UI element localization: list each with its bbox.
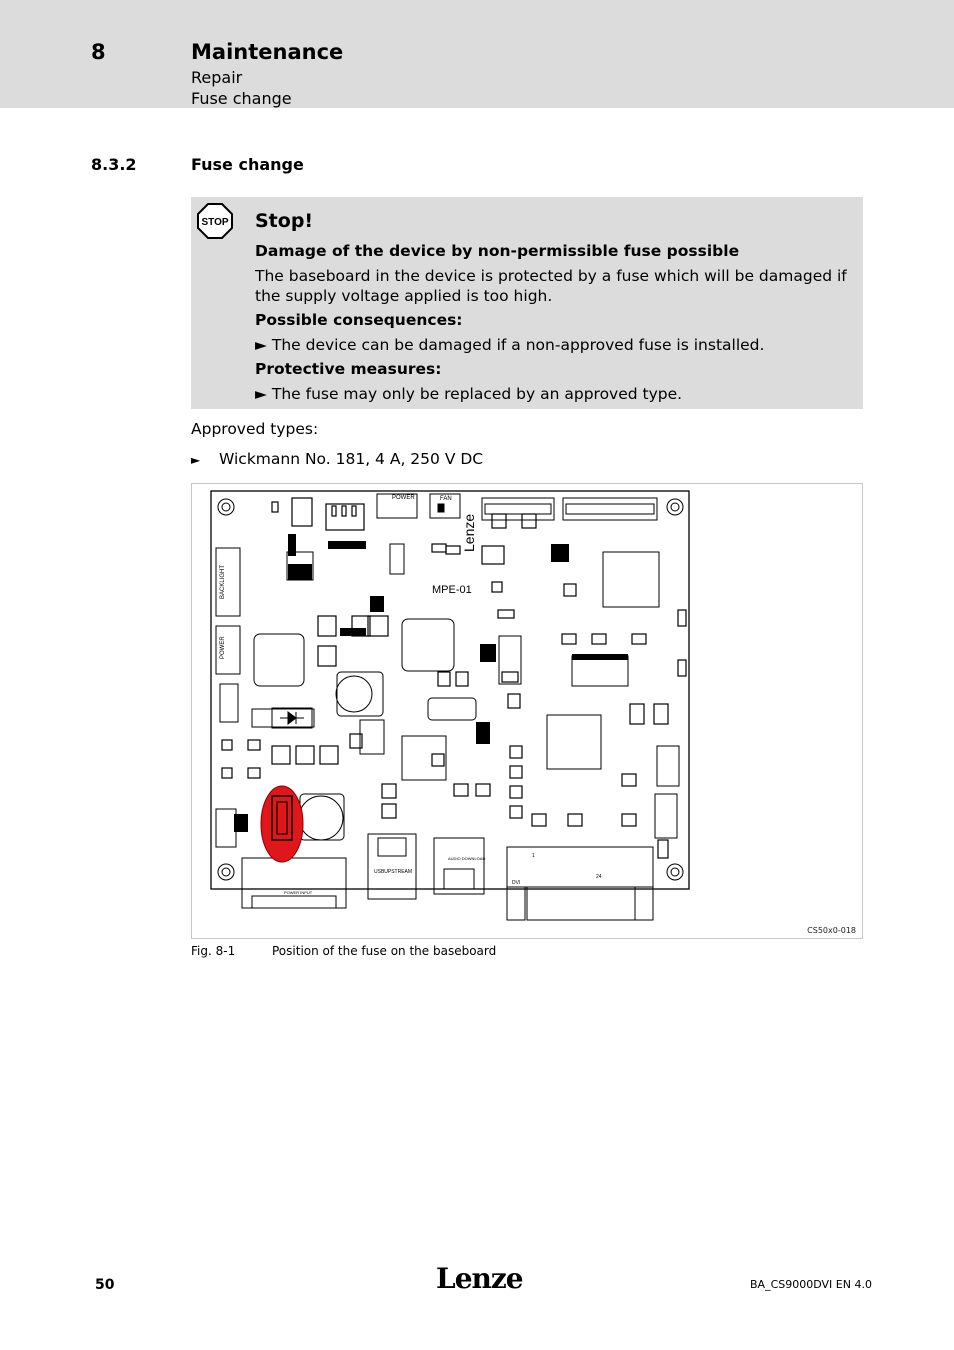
- dvi-label: DVI: [512, 880, 520, 886]
- pin24-label: 24: [596, 874, 602, 880]
- stop-text-line1: The baseboard in the device is protected…: [255, 267, 847, 285]
- diode: [271, 707, 313, 729]
- stop-heading: Damage of the device by non-permissible …: [255, 242, 740, 260]
- caption-number: Fig. 8-1: [191, 944, 236, 958]
- bullet-marker: ►: [191, 453, 201, 467]
- stop-warning-box: STOP Stop! Damage of the device by non-p…: [191, 197, 863, 409]
- chapter-title: Maintenance: [191, 40, 344, 64]
- backlight-label: BACKLIGHT: [220, 565, 226, 599]
- header-band: [0, 0, 954, 108]
- bullet-marker: ►: [255, 336, 267, 354]
- stop-text-line2: the supply voltage applied is too high.: [255, 287, 553, 305]
- pin1-label: 1: [532, 853, 535, 859]
- approved-type-item: ► Wickmann No. 181, 4 A, 250 V DC: [191, 450, 483, 468]
- board-logo-text: Lenze: [461, 514, 477, 552]
- fuse: [276, 801, 288, 835]
- measure-text: The fuse may only be replaced by an appr…: [271, 385, 683, 403]
- stop-title: Stop!: [255, 210, 314, 232]
- power-left-label: POWER: [220, 636, 226, 659]
- consequences-label: Possible consequences:: [255, 311, 463, 329]
- baseboard-diagram: Lenze POWER FAN BACKLIGHT POWER USBUPSTR…: [210, 490, 690, 921]
- top-connectors: [376, 493, 658, 521]
- chapter-number: 8: [91, 40, 106, 64]
- approved-type-text: Wickmann No. 181, 4 A, 250 V DC: [219, 450, 484, 468]
- measures-label: Protective measures:: [255, 360, 442, 378]
- fuse-highlight: [260, 785, 304, 863]
- board-logo: Lenze: [461, 514, 477, 552]
- figure-code: CS50x0-018: [807, 926, 856, 935]
- consequence-text: The device can be damaged if a non-appro…: [271, 336, 765, 354]
- approved-types-label: Approved types:: [191, 420, 319, 438]
- power-connector-label: POWER: [392, 495, 415, 501]
- measure-item: ► The fuse may only be replaced by an ap…: [255, 385, 682, 403]
- board-name-label: MPE-01: [432, 584, 472, 596]
- header-subtitle-fuse-change: Fuse change: [191, 89, 292, 108]
- usb-label: USBUPSTREAM: [374, 869, 412, 875]
- audio-label: AUDIO DOWNLOAD: [448, 856, 485, 861]
- caption-text: Position of the fuse on the baseboard: [272, 944, 497, 958]
- section-title: Fuse change: [191, 155, 304, 174]
- bullet-marker: ►: [255, 385, 267, 403]
- svg-text:STOP: STOP: [201, 217, 228, 228]
- small-components: [221, 497, 687, 859]
- bottom-connectors: [241, 833, 654, 921]
- mounting-holes: [217, 498, 684, 881]
- figure-box: Lenze POWER FAN BACKLIGHT POWER USBUPSTR…: [191, 483, 863, 939]
- consequence-item: ► The device can be damaged if a non-app…: [255, 336, 764, 354]
- document-id: BA_CS9000DVI EN 4.0: [750, 1278, 872, 1291]
- power-input-label: POWER INPUT: [284, 890, 313, 895]
- smd-parts: [234, 534, 628, 832]
- section-number: 8.3.2: [91, 155, 137, 174]
- fan-connector-label: FAN: [440, 496, 452, 502]
- stop-sign-icon: STOP: [197, 203, 233, 239]
- header-subtitle-repair: Repair: [191, 68, 243, 87]
- page-number: 50: [95, 1277, 115, 1293]
- fuse-holder: [271, 795, 293, 841]
- lenze-logo: Lenze: [436, 1262, 524, 1295]
